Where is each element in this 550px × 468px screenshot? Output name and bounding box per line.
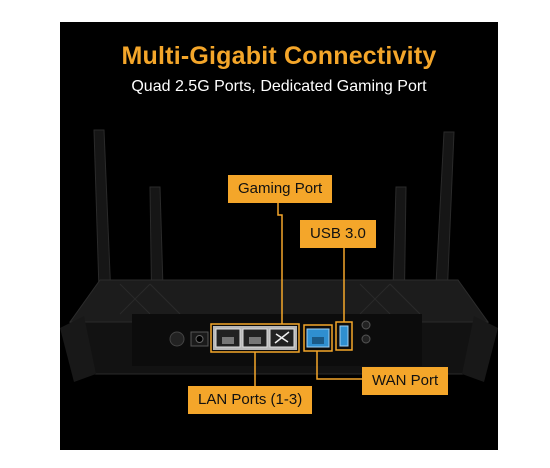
reset-button <box>361 334 371 344</box>
callout-lines <box>254 203 364 387</box>
power-button <box>169 331 185 347</box>
router-wing-right <box>462 316 498 382</box>
router-illustration <box>60 129 498 387</box>
callout-wan-port: WAN Port <box>362 367 449 395</box>
router-wing-left <box>60 316 96 382</box>
callout-lan-ports: LAN Ports (1-3) <box>188 386 313 414</box>
headline: Multi-Gigabit Connectivity <box>121 42 437 70</box>
callout-usb: USB 3.0 <box>300 220 376 248</box>
product-feature-panel: Multi-Gigabit Connectivity Quad 2.5G Por… <box>60 22 498 450</box>
router-top-texture <box>119 283 421 315</box>
line-wan <box>316 351 364 380</box>
usb-3-port <box>339 325 349 347</box>
subheadline: Quad 2.5G Ports, Dedicated Gaming Port <box>131 78 427 95</box>
callout-gaming-port: Gaming Port <box>228 175 333 203</box>
wps-button <box>361 320 371 330</box>
line-gaming-port <box>277 203 283 324</box>
